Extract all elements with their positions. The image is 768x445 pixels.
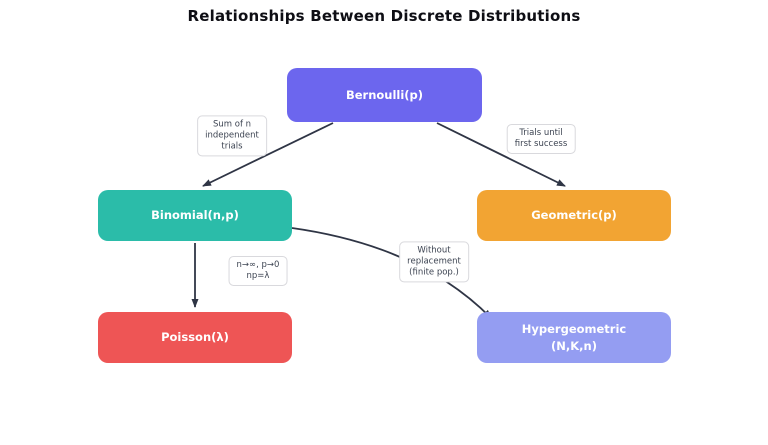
- node-hypergeometric: Hypergeometric (N,K,n): [477, 312, 671, 363]
- node-poisson: Poisson(λ): [98, 312, 292, 363]
- node-hypergeometric-label-line1: Hypergeometric: [521, 322, 627, 337]
- diagram-title: Relationships Between Discrete Distribut…: [187, 7, 581, 25]
- edge-label-without-replacement: Without replacement (finite pop.): [399, 241, 469, 283]
- edge-label-sum-of-n-trials: Sum of n independent trials: [197, 115, 267, 157]
- node-bernoulli: Bernoulli(p): [287, 68, 482, 122]
- node-bernoulli-label: Bernoulli(p): [345, 87, 424, 102]
- node-geometric-label: Geometric(p): [531, 208, 617, 223]
- edge-label-trials-until-first-success: Trials until first success: [506, 123, 576, 155]
- node-binomial-label: Binomial(n,p): [151, 208, 239, 223]
- edge-bernoulli-to-binomial: [202, 122, 334, 187]
- edge-label-poisson-limit: n→∞, p→0 np=λ: [228, 255, 288, 287]
- node-binomial: Binomial(n,p): [98, 190, 292, 241]
- node-geometric: Geometric(p): [477, 190, 671, 241]
- edge-bernoulli-to-geometric: [436, 122, 566, 187]
- node-hypergeometric-label-line2: (N,K,n): [551, 338, 597, 353]
- node-poisson-label: Poisson(λ): [161, 330, 229, 345]
